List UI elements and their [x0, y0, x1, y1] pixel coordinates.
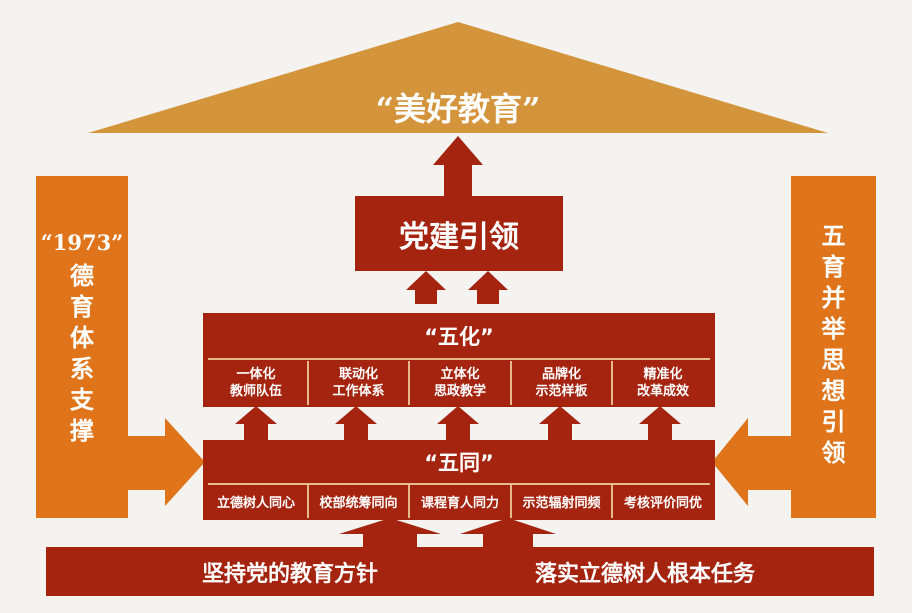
up-arrow-base-right [460, 518, 556, 547]
up-arrow-wuhua-2 [335, 406, 377, 440]
wutong-item-4: 示范辐射同频 [522, 496, 601, 511]
base-left-text: 坚持党的教育方针 [201, 561, 378, 587]
wuhua-box [203, 313, 715, 407]
wutong-item-5: 考核评价同优 [623, 496, 702, 511]
base-bar [46, 547, 874, 596]
up-arrow-wuhua-4 [539, 406, 581, 440]
wuhua-sep [510, 361, 512, 405]
up-arrow-to-roof [433, 136, 483, 196]
party-box: 党建引领 [355, 196, 563, 271]
wuhua-item-1: 一体化教师队伍 [229, 367, 282, 399]
wutong-item-3: 课程育人同力 [420, 496, 499, 511]
wuhua-item-2: 联动化工作体系 [332, 367, 385, 399]
left-pillar-shape [36, 176, 205, 518]
wutong-sep [611, 485, 613, 518]
left-pillar-text: “1973” 德 育 体 系 支 撑 [40, 230, 124, 445]
wuhua-divider [208, 358, 710, 360]
wutong-item-2: 校部统筹同向 [319, 496, 398, 511]
right-pillar-shape [712, 176, 876, 518]
wuhua-sep [408, 361, 410, 405]
wutong-sep [510, 485, 512, 518]
wuhua-item-3: 立体化思政教学 [433, 367, 486, 399]
up-arrow-party-left [406, 271, 446, 304]
wutong-item-1: 立德树人同心 [216, 496, 295, 511]
wuhua-sep [307, 361, 309, 405]
up-arrow-party-right [468, 271, 508, 304]
wuhua-sep [611, 361, 613, 405]
right-pillar-text: 五 育 并 举 思 想 引 领 [821, 221, 846, 467]
up-arrow-wuhua-5 [639, 406, 681, 440]
base-right-text: 落实立德树人根本任务 [534, 561, 755, 587]
up-arrow-wuhua-1 [235, 406, 277, 440]
roof-title: “美好教育” [375, 90, 541, 128]
wutong-title: “五同” [424, 451, 494, 475]
wutong-sep [408, 485, 410, 518]
wuhua-item-4: 品牌化示范样板 [535, 367, 588, 399]
up-arrow-base-left [339, 518, 441, 547]
wuhua-title: “五化” [424, 325, 494, 349]
wutong-box [203, 440, 715, 520]
roof-triangle [88, 22, 828, 133]
up-arrow-wuhua-3 [437, 406, 479, 440]
wuhua-item-5: 精准化改革成效 [636, 367, 689, 399]
wutong-divider [208, 483, 710, 485]
wutong-sep [307, 485, 309, 518]
